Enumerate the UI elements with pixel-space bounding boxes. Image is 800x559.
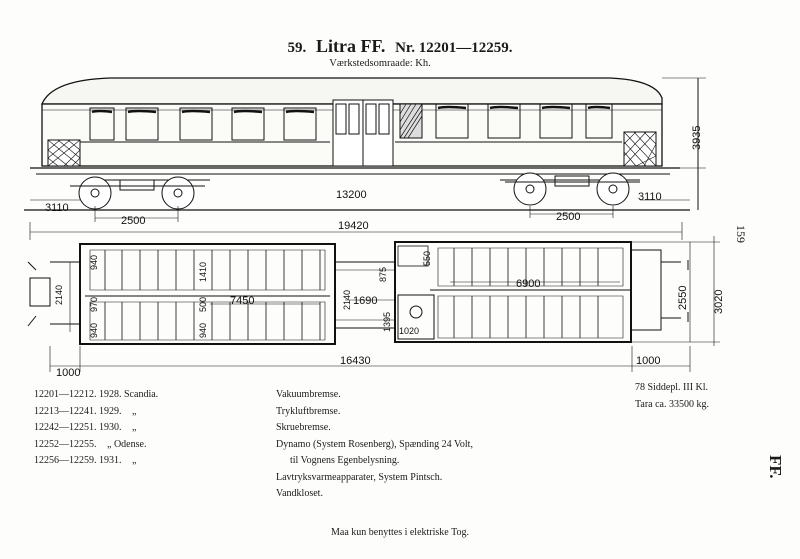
dim-total-length: 16430: [340, 355, 371, 367]
dim-height-total: 3935: [691, 126, 703, 150]
delivery-builder: „: [132, 455, 137, 466]
dim-buffer-left: 3110: [45, 202, 69, 214]
page-number-label: 59.: [287, 40, 307, 56]
side-windows-right: [399, 103, 613, 139]
delivery-range: 12252—12255.: [34, 438, 97, 450]
dim-left-5: 500: [198, 297, 208, 312]
bogie-right: [505, 172, 640, 206]
dim-left-4: 1410: [198, 262, 208, 282]
dim-end-right: 1000: [636, 355, 660, 367]
delivery-year: 1928.: [99, 389, 122, 400]
equipment-item: Dynamo (System Rosenberg), Spænding 24 V…: [276, 438, 473, 450]
bogie-left: [70, 176, 205, 210]
delivery-row: 12242—12251. 1930. „: [34, 420, 158, 437]
capacity-block: 78 Siddepl. III Kl. Tara ca. 33500 kg.: [635, 380, 709, 413]
side-windows-left: [89, 107, 317, 141]
dim-left-3: 940: [198, 323, 208, 338]
delivery-builder: Odense.: [113, 438, 147, 450]
dim-bogie-right: 2500: [556, 211, 580, 223]
delivery-range: 12213—12241.: [34, 405, 97, 417]
dim-left-0: 940: [89, 255, 99, 270]
tare-weight: Tara ca. 33500 kg.: [635, 398, 709, 410]
equipment-item: Skruebremse.: [276, 422, 331, 433]
delivery-row: 12213—12241. 1929. „: [34, 404, 158, 421]
seat-capacity: 78 Siddepl. III Kl.: [635, 382, 709, 393]
delivery-row: 12201—12212. 1928. Scandia.: [34, 387, 158, 404]
equipment-item: Vandkloset.: [276, 488, 323, 499]
litra-label: Litra FF.: [316, 36, 386, 56]
dim-end-left: 1000: [56, 367, 80, 379]
delivery-year: 1929.: [99, 405, 122, 417]
dim-mid-875: 875: [378, 267, 388, 282]
delivery-range: 12242—12251.: [34, 422, 97, 433]
side-view: [24, 77, 706, 240]
left-seat-rows: [89, 249, 326, 341]
delivery-range: 12201—12212.: [34, 389, 97, 400]
page-title: 59. Litra FF. Nr. 12201—12259.: [0, 36, 800, 57]
plan-view: [27, 236, 720, 372]
dim-bogie-left: 2500: [121, 215, 145, 227]
footer-note: Maa kun benyttes i elektriske Tog.: [331, 527, 469, 538]
dim-overall-length: 19420: [338, 220, 369, 232]
equipment-list: Vakuumbremse. Trykluftbremse. Skruebrems…: [276, 387, 473, 503]
dim-width-left: 2140: [54, 285, 64, 305]
dim-buffer-right: 3110: [638, 191, 662, 203]
delivery-row: 12256—12259. 1931. „: [34, 453, 158, 470]
dim-left-1: 970: [89, 297, 99, 312]
equipment-item: til Vognens Egenbelysning.: [290, 455, 400, 466]
delivery-year: 1930.: [99, 422, 122, 433]
equipment-item: Lavtryksvarmeapparater, System Pintsch.: [276, 471, 443, 483]
delivery-row: 12252—12255. „ Odense.: [34, 437, 158, 454]
equipment-item: Vakuumbremse.: [276, 389, 341, 400]
delivery-list: 12201—12212. 1928. Scandia. 12213—12241.…: [34, 387, 158, 470]
delivery-year: „: [107, 438, 112, 450]
dim-width-total: 3020: [713, 290, 725, 314]
workshop-label: Værkstedsomraade: Kh.: [329, 58, 431, 69]
dim-left-2: 940: [89, 323, 99, 338]
dim-mid-width: 2140: [342, 290, 352, 310]
delivery-builder: „: [132, 405, 137, 417]
number-range-label: Nr. 12201—12259.: [395, 40, 513, 56]
dim-right-550: 550: [422, 251, 432, 266]
dim-wc: 1020: [399, 326, 419, 336]
dim-width-right: 2550: [677, 286, 689, 310]
dim-mid-depth: 1690: [353, 295, 377, 307]
dim-mid-1395: 1395: [382, 312, 392, 332]
delivery-builder: Scandia.: [124, 389, 159, 400]
delivery-range: 12256—12259.: [34, 455, 97, 466]
equipment-item: Trykluftbremse.: [276, 405, 341, 417]
right-seat-rows: [437, 247, 624, 339]
dim-length: 13200: [336, 189, 367, 201]
dim-compartment-right: 6900: [516, 278, 540, 290]
delivery-builder: „: [132, 422, 137, 433]
delivery-year: 1931.: [99, 455, 122, 466]
dim-compartment-left: 7450: [230, 295, 254, 307]
